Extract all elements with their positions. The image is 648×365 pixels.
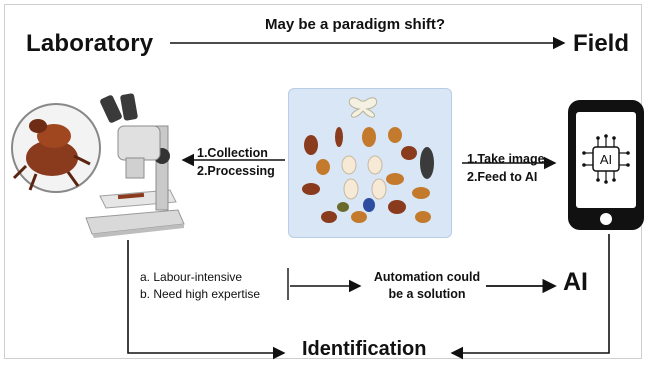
microscope-illustration [11,93,185,238]
solution-line-1: Automation could [373,270,481,284]
ai-label: AI [563,268,588,296]
identification-label: Identification [302,338,427,360]
phone-ai-text: AI [600,152,612,167]
smartphone-icon: AI [568,100,644,230]
laboratory-label: Laboratory [26,30,154,57]
field-label: Field [573,30,630,57]
field-step-take-image: 1.Take image [467,152,545,166]
lab-step-collection: 1.Collection [197,146,268,160]
paradigm-question: May be a paradigm shift? [265,16,446,33]
insect-collection-panel [288,88,452,238]
smartphone: AI [566,98,648,238]
solution-line-2: be a solution [388,287,466,301]
field-step-feed-ai: 2.Feed to AI [467,170,538,184]
lab-step-processing: 2.Processing [197,164,275,178]
insect-specimens [302,97,434,223]
lab-to-identification-arrow [127,240,286,360]
problem-labour: a. Labour-intensive [140,270,243,284]
problem-expertise: b. Need high expertise [140,287,261,301]
phone-to-identification-arrow [450,234,610,360]
